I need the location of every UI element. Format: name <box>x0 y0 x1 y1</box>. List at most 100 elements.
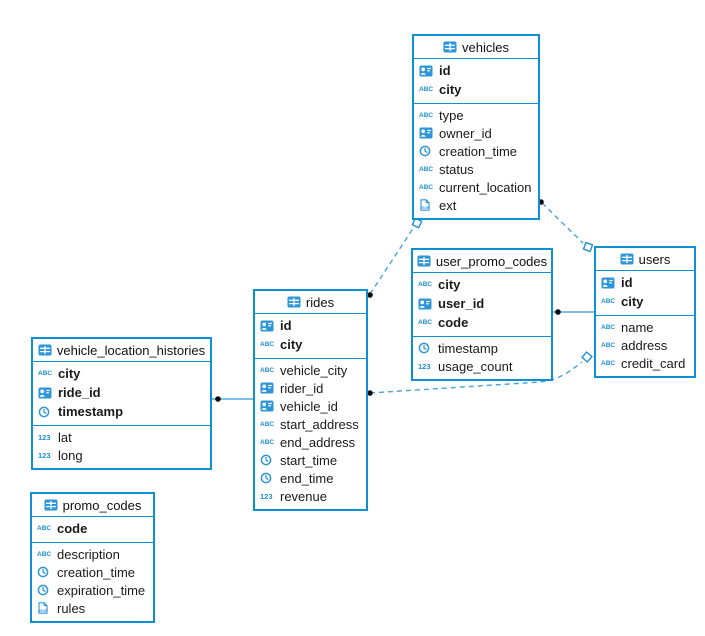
table-icon <box>38 344 52 356</box>
column-name: address <box>621 337 668 353</box>
text-type-icon: ABC <box>601 341 616 349</box>
column-row[interactable]: 123 usage_count <box>413 357 551 375</box>
column-row[interactable]: owner_id <box>414 124 538 142</box>
columns-section: ABC vehicle_city rider_id vehicle_id ABC… <box>255 359 366 509</box>
column-name: status <box>439 161 474 177</box>
table-promo-codes[interactable]: promo_codes ABC code ABC description cre… <box>30 492 155 623</box>
column-row[interactable]: ABC address <box>596 336 694 354</box>
relation-endpoint-dot <box>215 396 221 402</box>
column-row[interactable]: ABC end_address <box>255 433 366 451</box>
text-type-icon: ABC <box>260 438 275 446</box>
relation-vehicle-location-histories-rides[interactable] <box>212 396 253 402</box>
text-type-icon: ABC <box>418 281 433 288</box>
text-type-icon: ABC <box>38 370 53 377</box>
column-name: end_time <box>280 470 334 486</box>
table-rides[interactable]: rides id ABC city ABC vehicle_city rider… <box>253 289 368 511</box>
pk-row[interactable]: id <box>414 61 538 80</box>
text-type-icon: ABC <box>418 319 433 326</box>
pk-row[interactable]: ABC city <box>255 335 366 354</box>
column-name: credit_card <box>621 355 686 371</box>
column-row[interactable]: ABC status <box>414 160 538 178</box>
columns-section: ABC type owner_id creation_time ABC stat… <box>414 104 538 218</box>
column-name: city <box>621 294 644 309</box>
pk-row[interactable]: ABC code <box>32 519 153 538</box>
pk-row[interactable]: timestamp <box>33 402 210 421</box>
pk-row[interactable]: ABC city <box>413 275 551 294</box>
column-name: lat <box>58 429 72 445</box>
column-row[interactable]: start_time <box>255 451 366 469</box>
column-row[interactable]: 123 long <box>33 446 210 464</box>
pk-row[interactable]: ABC city <box>33 364 210 383</box>
relation-endpoint-dot <box>555 309 561 315</box>
column-name: current_location <box>439 179 532 195</box>
relation-endpoint-dot <box>367 390 373 396</box>
column-row[interactable]: ABC type <box>414 106 538 124</box>
column-row[interactable]: timestamp <box>413 339 551 357</box>
column-name: usage_count <box>438 358 513 374</box>
column-row[interactable]: expiration_time <box>32 581 153 599</box>
column-row[interactable]: ABC current_location <box>414 178 538 196</box>
column-row[interactable]: 123 lat <box>33 428 210 446</box>
uuid-type-icon <box>38 387 52 399</box>
table-promo-codes-header[interactable]: promo_codes <box>32 494 153 517</box>
table-user-promo-codes-header[interactable]: user_promo_codes <box>413 250 551 273</box>
column-row[interactable]: ABC start_address <box>255 415 366 433</box>
column-row[interactable]: ext <box>414 196 538 214</box>
timestamp-type-icon <box>260 454 272 466</box>
uuid-type-icon <box>419 65 433 77</box>
table-vehicle-location-histories[interactable]: vehicle_location_histories ABC city ride… <box>31 337 212 470</box>
primary-key-section: id ABC city <box>255 314 366 359</box>
table-users-header[interactable]: users <box>596 248 694 271</box>
pk-row[interactable]: user_id <box>413 294 551 313</box>
relation-diamond-marker <box>581 351 593 363</box>
text-type-icon: ABC <box>601 298 616 305</box>
column-row[interactable]: 123 revenue <box>255 487 366 505</box>
relation-rides-vehicles[interactable] <box>367 217 423 298</box>
column-row[interactable]: creation_time <box>32 563 153 581</box>
uuid-type-icon <box>601 277 615 289</box>
pk-row[interactable]: id <box>255 316 366 335</box>
column-row[interactable]: ABC description <box>32 545 153 563</box>
number-type-icon: 123 <box>260 491 273 501</box>
relation-user-promo-codes-users[interactable] <box>553 309 594 315</box>
pk-row[interactable]: id <box>596 273 694 292</box>
column-name: owner_id <box>439 125 492 141</box>
pk-row[interactable]: ABC city <box>414 80 538 99</box>
json-type-icon <box>419 199 431 211</box>
column-name: creation_time <box>439 143 518 159</box>
column-row[interactable]: ABC vehicle_city <box>255 361 366 379</box>
column-row[interactable]: ABC credit_card <box>596 354 694 372</box>
column-name: rules <box>57 600 86 616</box>
column-row[interactable]: end_time <box>255 469 366 487</box>
primary-key-section: id ABC city <box>414 59 538 104</box>
table-users[interactable]: users id ABC city ABC name ABC address A… <box>594 246 696 378</box>
column-name: vehicle_city <box>280 362 348 378</box>
column-name: city <box>58 366 81 381</box>
table-icon <box>287 296 301 308</box>
column-row[interactable]: ABC name <box>596 318 694 336</box>
pk-row[interactable]: ABC city <box>596 292 694 311</box>
column-name: creation_time <box>57 564 136 580</box>
column-row[interactable]: rules <box>32 599 153 617</box>
column-row[interactable]: rider_id <box>255 379 366 397</box>
relation-rides-users[interactable] <box>367 351 593 396</box>
timestamp-type-icon <box>38 406 50 418</box>
relation-vehicles-users[interactable] <box>538 199 594 253</box>
text-type-icon: ABC <box>37 550 52 558</box>
column-name: long <box>58 447 83 463</box>
column-name: name <box>621 319 654 335</box>
relation-diamond-marker <box>582 241 594 253</box>
pk-row[interactable]: ABC code <box>413 313 551 332</box>
column-row[interactable]: vehicle_id <box>255 397 366 415</box>
table-vehicle-location-histories-header[interactable]: vehicle_location_histories <box>33 339 210 362</box>
table-rides-header[interactable]: rides <box>255 291 366 314</box>
table-user-promo-codes[interactable]: user_promo_codes ABC city user_id ABC co… <box>411 248 553 381</box>
primary-key-section: id ABC city <box>596 271 694 316</box>
column-name: type <box>439 107 464 123</box>
table-vehicles-header[interactable]: vehicles <box>414 36 538 59</box>
pk-row[interactable]: ride_id <box>33 383 210 402</box>
table-vehicles[interactable]: vehicles id ABC city ABC type owner_id <box>412 34 540 220</box>
column-row[interactable]: creation_time <box>414 142 538 160</box>
timestamp-type-icon <box>37 566 49 578</box>
json-type-icon <box>37 602 49 614</box>
